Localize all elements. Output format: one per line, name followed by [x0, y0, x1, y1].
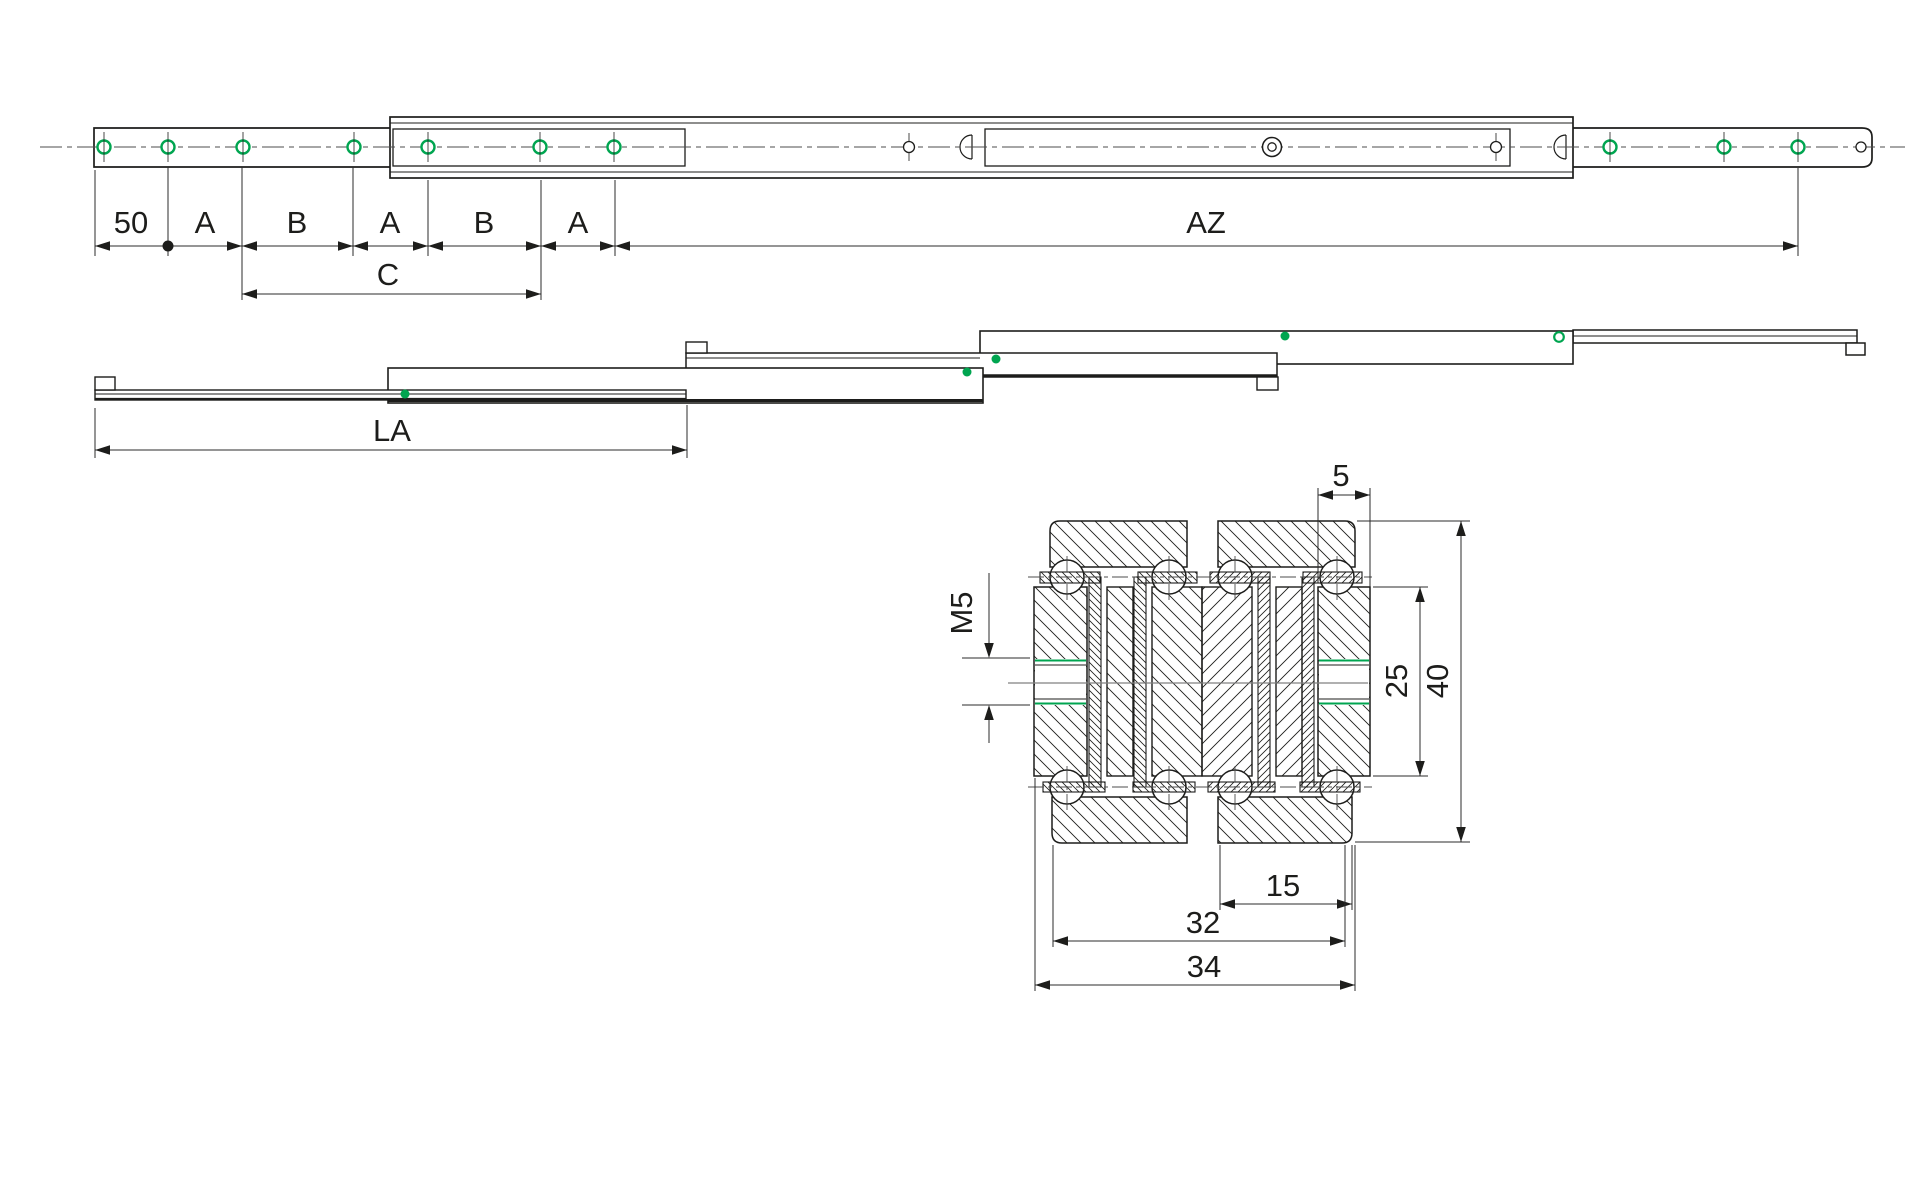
dimension-chain — [95, 240, 1798, 299]
dim-25 — [1373, 586, 1428, 777]
latch-hole-right — [1489, 140, 1503, 154]
dim-5 — [1317, 488, 1371, 587]
bottom-block-left — [1051, 796, 1188, 844]
dim-label-50: 50 — [114, 205, 148, 240]
rail-wall-1 — [1088, 576, 1102, 788]
member-1 — [94, 376, 687, 401]
stop-rivet-ring — [1553, 331, 1565, 343]
member-5 — [1572, 329, 1866, 356]
dim-34 — [1034, 778, 1356, 991]
rivet-ring-inner — [1267, 142, 1277, 152]
center-web-left — [1151, 586, 1203, 777]
dim-label-a3: A — [568, 205, 589, 240]
center-web-right — [1201, 586, 1253, 777]
m5-thread-band-right — [1319, 659, 1369, 705]
dim-label-b2: B — [474, 205, 495, 240]
latch-hole-left — [902, 140, 916, 154]
dim-label-25: 25 — [1379, 664, 1414, 698]
ball-centerlines — [1028, 556, 1372, 810]
dim-40 — [1355, 520, 1470, 843]
la-dimension — [94, 405, 688, 458]
end-hole — [1855, 141, 1867, 153]
mid-bar-right — [1275, 586, 1303, 777]
hole-crosshairs — [103, 132, 1799, 162]
dim-label-40: 40 — [1420, 664, 1455, 698]
rail-wall-4 — [1301, 576, 1315, 788]
dim-32 — [1052, 845, 1346, 947]
stop-rivets — [400, 331, 1290, 399]
dim-label-a1: A — [195, 205, 216, 240]
m5-dimension — [962, 573, 1030, 743]
dim-label-la: LA — [373, 413, 411, 448]
dim-label-a2: A — [380, 205, 401, 240]
dimension-extension-lines — [94, 167, 1799, 300]
top-view-closed-slide: 50 A B A B A AZ C — [40, 116, 1905, 300]
dim-label-b1: B — [287, 205, 308, 240]
dim-label-32: 32 — [1186, 905, 1220, 940]
rail-wall-3 — [1257, 576, 1271, 788]
dim-label-15: 15 — [1266, 868, 1300, 903]
dim-label-34: 34 — [1187, 949, 1221, 984]
bottom-block-right — [1217, 796, 1353, 844]
dim-label-az: AZ — [1186, 205, 1226, 240]
m5-thread-band-left — [1035, 659, 1086, 705]
rail-wall-2 — [1133, 576, 1147, 788]
top-block-right — [1217, 520, 1356, 568]
mid-bar-left — [1106, 586, 1134, 777]
inner-rail-window-right — [984, 128, 1511, 167]
top-block-left — [1049, 520, 1188, 568]
dim-15 — [1219, 845, 1353, 910]
dim-label-m5: M5 — [944, 591, 979, 634]
side-view-extended-slide: LA — [94, 329, 1866, 458]
dim-label-5: 5 — [1332, 458, 1349, 493]
dim-label-c: C — [377, 257, 399, 292]
cross-section-view: M5 5 25 40 15 — [944, 458, 1470, 991]
